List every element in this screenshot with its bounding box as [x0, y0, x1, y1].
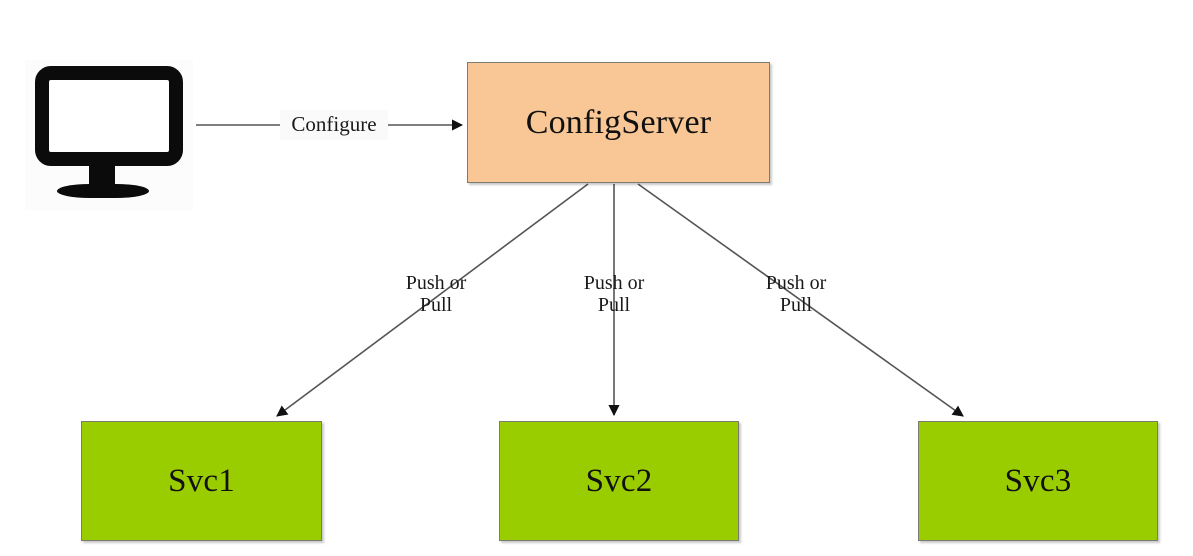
admin-workstation[interactable]	[25, 60, 193, 210]
node-svc2[interactable]: Svc2	[499, 421, 739, 541]
node-svc1[interactable]: Svc1	[81, 421, 322, 541]
edge-label-configure: Configure	[280, 110, 388, 140]
node-svc2-label: Svc2	[585, 462, 653, 499]
node-svc3-label: Svc3	[1004, 462, 1072, 499]
node-svc3[interactable]: Svc3	[918, 421, 1158, 541]
node-config-server-label: ConfigServer	[525, 103, 712, 141]
edge-label-push-or-pull-svc2: Push or Pull	[583, 272, 645, 317]
node-svc1-label: Svc1	[168, 462, 235, 499]
edge-label-push-or-pull-svc3: Push or Pull	[765, 272, 827, 317]
edge-label-push-or-pull-svc1: Push or Pull	[405, 272, 467, 317]
node-config-server[interactable]: ConfigServer	[467, 62, 770, 183]
